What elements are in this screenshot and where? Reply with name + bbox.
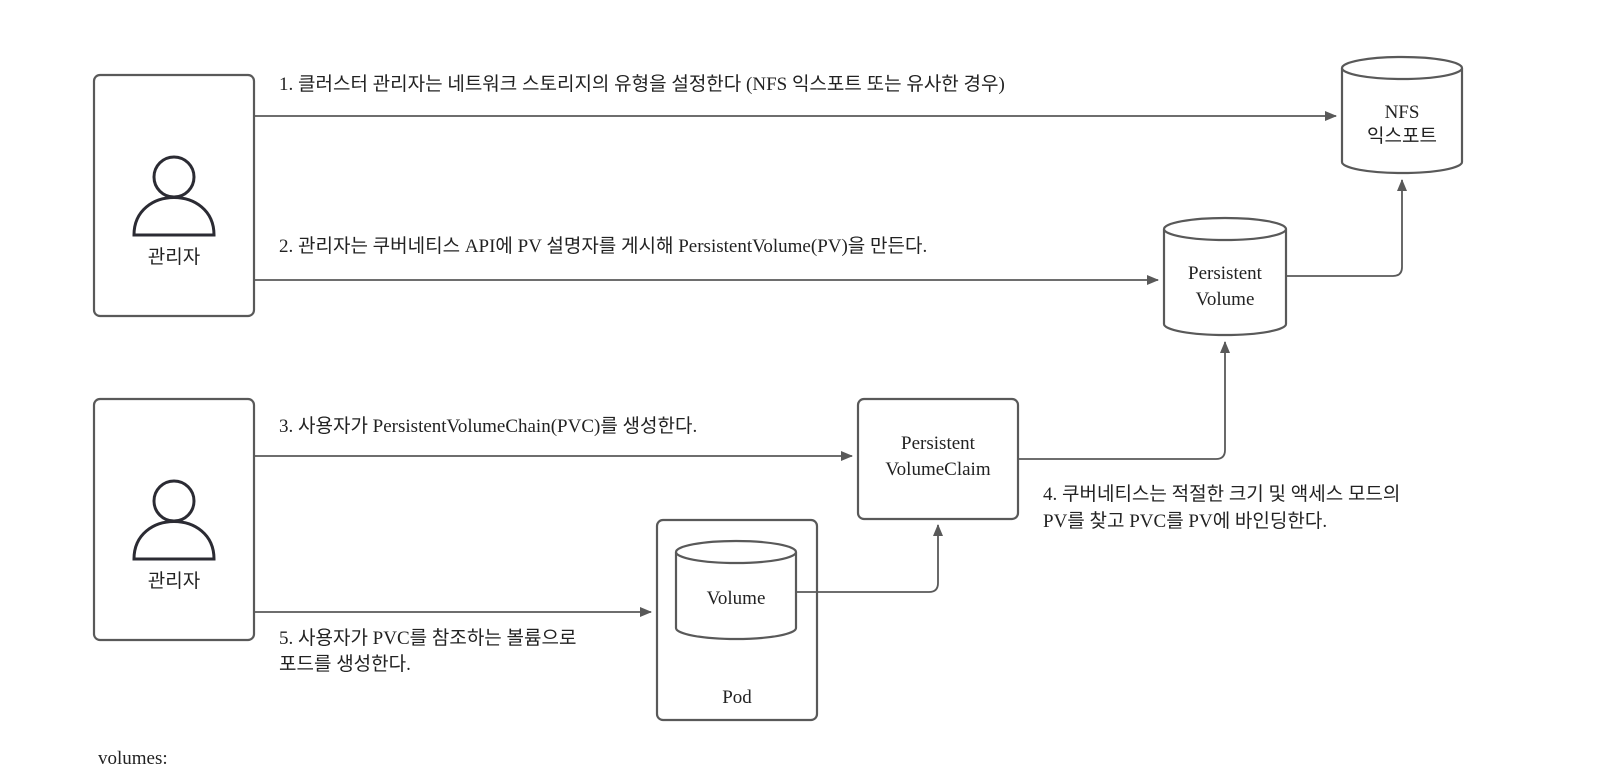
step-1-text: 1. 클러스터 관리자는 네트워크 스토리지의 유형을 설정한다 (NFS 익스…	[279, 73, 1005, 95]
step-4-text-line1: 4. 쿠버네티스는 적절한 크기 및 액세스 모드의	[1043, 483, 1400, 505]
nfs-label-line2: 익스포트	[1367, 125, 1437, 147]
user-label: 관리자	[148, 570, 200, 592]
step-5-text-line2: 포드를 생성한다.	[279, 653, 411, 675]
admin-label: 관리자	[148, 246, 200, 268]
admin-actor: 관리자	[92, 73, 256, 318]
volume-cylinder: Volume	[674, 539, 798, 641]
pvc-label-line1: Persistent	[901, 433, 976, 454]
pod-node: Pod Volume	[655, 518, 819, 722]
step-3-text: 3. 사용자가 PersistentVolumeChain(PVC)를 생성한다…	[279, 415, 697, 437]
persistent-volume-cylinder: Persistent Volume	[1162, 216, 1288, 337]
user-icon	[132, 155, 216, 237]
edge-volume-to-pvc	[796, 524, 943, 593]
nfs-label-line1: NFS	[1385, 102, 1420, 123]
edge-pvc-to-pv	[1018, 341, 1230, 460]
edge-pv-to-nfs	[1286, 179, 1407, 277]
pv-label-line2: Volume	[1196, 289, 1255, 310]
step-5-text-line1: 5. 사용자가 PVC를 참조하는 볼륨으로	[279, 627, 576, 649]
user-icon	[132, 479, 216, 561]
step-2-text: 2. 관리자는 쿠버네티스 API에 PV 설명자를 게시해 Persisten…	[279, 235, 927, 257]
pvc-node: Persistent VolumeClaim	[856, 397, 1020, 521]
volume-label: Volume	[707, 588, 766, 609]
volumes-caption: volumes:	[98, 748, 168, 769]
user-actor: 관리자	[92, 397, 256, 642]
pv-label-line1: Persistent	[1188, 263, 1263, 284]
step-4-text-line2: PV를 찾고 PVC를 PV에 바인딩한다.	[1043, 510, 1327, 532]
nfs-export-cylinder: NFS 익스포트	[1340, 55, 1464, 175]
pod-label: Pod	[722, 687, 752, 708]
pvc-label-line2: VolumeClaim	[885, 459, 990, 480]
